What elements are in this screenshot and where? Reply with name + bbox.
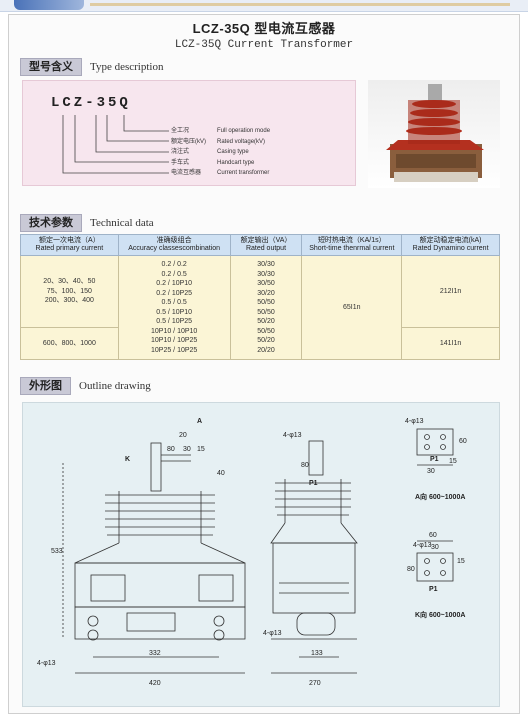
product-photo	[368, 80, 500, 188]
tech-section-header: 技术参数 Technical data	[20, 214, 154, 232]
type-section-header: 型号含义 Type description	[20, 58, 163, 76]
outline-drawing: 20 80 30 15 40 533 332 420 133 270 80 60…	[22, 402, 500, 707]
view-a-caption: A向 600~1000A	[415, 492, 465, 501]
model-code: LCZ-35Q	[51, 95, 131, 111]
dim-label: 80	[301, 462, 309, 469]
outline-section-header: 外形图 Outline drawing	[20, 377, 151, 395]
terminal-p1: P1	[429, 586, 438, 593]
tech-section-tag: 技术参数	[20, 214, 82, 232]
legend-row: 额定电压(kV)Rated voltage(kV)	[171, 138, 266, 145]
dim-label: 60	[429, 532, 437, 539]
outline-drawing-svg: 20 80 30 15 40 533 332 420 133 270 80 60…	[37, 418, 467, 687]
company-logo	[14, 0, 84, 10]
thermal-current-cell: 65I1n	[301, 255, 403, 360]
primary-current-cell: 600、800、1000	[20, 327, 119, 360]
type-section-tag: 型号含义	[20, 58, 82, 76]
hole-label: 4-φ13	[263, 630, 282, 637]
dim-label: 20	[179, 432, 187, 439]
table-row: 20、30、40、50 75、100、150 200、300、400 0.2 /…	[20, 255, 500, 360]
hole-label: 4-φ13	[283, 432, 302, 439]
col-header: 额定动稳定电流(kA)Rated Dynamino current	[401, 234, 500, 256]
dynamic-current-cell: 212I1n	[401, 255, 500, 328]
hole-label: 4-φ13	[405, 418, 424, 425]
dim-label: 80	[167, 446, 175, 453]
title-en: LCZ-35Q Current Transformer	[174, 39, 354, 51]
col-header: 短时热电流（KA/1s）Short-time thenrmal current	[301, 234, 403, 256]
dim-label: 80	[407, 566, 415, 573]
outline-section-tag: 外形图	[20, 377, 71, 395]
dim-label: 40	[217, 470, 225, 477]
hole-label: 4-φ13	[413, 542, 432, 549]
header-banner	[0, 0, 528, 12]
dim-label: 15	[457, 558, 465, 565]
view-marker-a: A	[197, 418, 202, 425]
page-title: LCZ-35Q 型电流互感器 LCZ-35Q Current Transform…	[0, 18, 528, 51]
dim-label: 15	[197, 446, 205, 453]
accuracy-cell: 0.2 / 0.2 0.2 / 0.5 0.2 / 10P10 0.2 / 10…	[117, 255, 231, 360]
terminal-p1: P1	[430, 456, 439, 463]
view-marker-k: K	[125, 456, 130, 463]
col-header: 额定输出（VA）Rated output	[229, 234, 303, 256]
dim-label: 15	[449, 458, 457, 465]
dim-label: 332	[149, 650, 161, 657]
output-cell: 30/30 30/30 30/50 30/20 50/50 50/50 50/2…	[229, 255, 303, 360]
type-connector-lines	[62, 115, 169, 174]
tech-section-label: Technical data	[90, 217, 154, 229]
terminal-p1: P1	[309, 480, 318, 487]
primary-current-cell: 20、30、40、50 75、100、150 200、300、400	[20, 255, 119, 328]
view-k-caption: K向 600~1000A	[415, 610, 465, 619]
dim-label: 30	[183, 446, 191, 453]
type-section-label: Type description	[90, 61, 164, 73]
dim-label: 30	[431, 544, 439, 551]
dim-label: 60	[459, 438, 467, 445]
hole-label: 4-φ13	[37, 660, 56, 667]
dim-label: 420	[149, 680, 161, 687]
dynamic-current-cell: 141I1n	[401, 327, 500, 360]
dim-label: 533	[51, 548, 63, 555]
outline-section-label: Outline drawing	[79, 380, 151, 392]
table-row: 600、800、1000 141I1n	[20, 327, 500, 360]
dim-label: 270	[309, 680, 321, 687]
front-insulator-sheds	[105, 494, 215, 536]
dim-label: 133	[311, 650, 323, 657]
transformer-image	[386, 84, 484, 182]
title-cn: LCZ-35Q 型电流互感器	[192, 21, 336, 36]
col-header: 额定一次电流（A）Rated primary current	[20, 234, 119, 256]
side-insulator-sheds	[275, 482, 351, 516]
header-strip	[90, 3, 510, 6]
dim-label: 30	[427, 468, 435, 475]
